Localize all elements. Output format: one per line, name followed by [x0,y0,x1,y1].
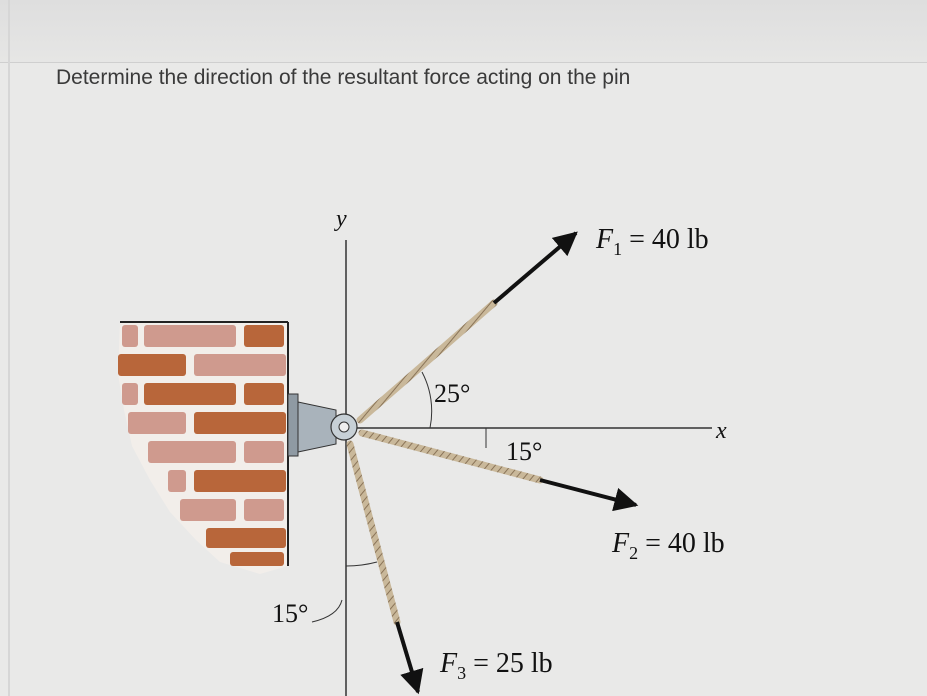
arrow-f2 [539,478,639,512]
question-text: Determine the direction of the resultant… [56,66,631,89]
f1-value: = 40 lb [622,224,709,255]
arrow-f1 [492,231,578,305]
angle-label-f2: 15° [506,437,542,466]
f3-symbol: F [439,648,458,679]
f2-sub: 2 [629,543,638,563]
left-margin-rule [8,0,10,696]
force-label-f3: F3 = 25 lb [439,648,553,683]
f2-value: = 40 lb [638,528,725,559]
angle-label-f1: 25° [434,379,470,408]
force-label-f1: F1 = 40 lb [595,224,709,259]
screen-top-bar [0,0,927,63]
angle-arc-f1 [421,371,433,429]
rope-f2 [358,429,544,484]
arrow-f3 [395,621,424,695]
rope-f1 [356,299,498,424]
angle-leader-f3 [311,599,343,623]
f1-sub: 1 [613,239,622,259]
force-label-f2: F2 = 40 lb [611,528,725,563]
f1-symbol: F [595,224,614,255]
angle-label-f3: 15° [272,599,308,628]
brick-wall [118,321,289,574]
f3-value: = 25 lb [466,648,553,679]
y-axis-label: y [334,206,347,232]
f3-sub: 3 [457,663,466,683]
x-axis-label: x [715,418,727,444]
pin-bracket [287,393,358,457]
rope-f3 [346,440,401,626]
angle-arc-f3 [345,561,378,567]
f2-symbol: F [611,528,630,559]
